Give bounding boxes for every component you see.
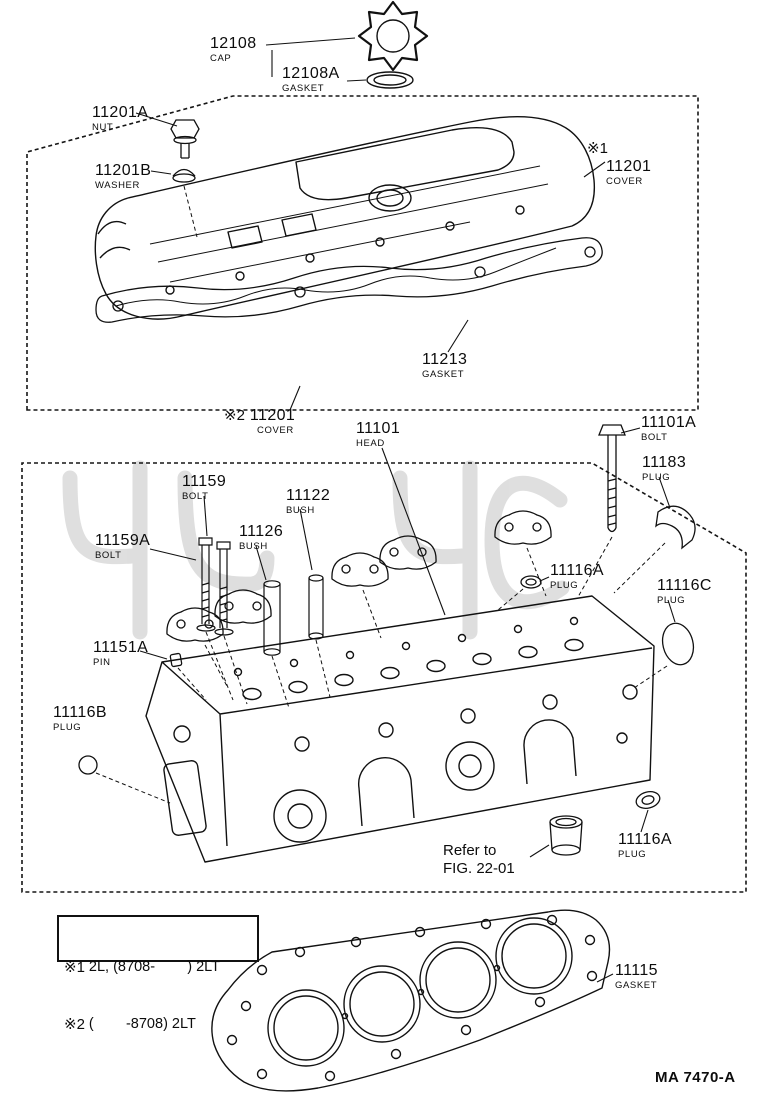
part-name: PLUG — [642, 472, 671, 483]
ref-mark-1: ※1 — [587, 140, 608, 157]
bushes-art — [263, 574, 324, 656]
washer-art — [172, 168, 196, 183]
refer-cup-art — [549, 815, 583, 856]
cylinder-head-art — [145, 595, 655, 863]
part-label-11116B: 11116B PLUG — [53, 705, 107, 733]
part-name: PLUG — [53, 722, 82, 733]
part-number: 11159A — [95, 532, 151, 549]
part-number: 11159 — [182, 473, 227, 490]
applicability-legend: ※1 2L, (8708- ) 2LT ※2 ( -8708) 2LT — [57, 915, 259, 1033]
part-number: 11101 — [356, 420, 401, 437]
part-label-12108: 12108 CAP — [210, 36, 257, 64]
part-name: GASKET — [282, 83, 325, 94]
part-name: PLUG — [550, 580, 579, 591]
refer-note-line2: FIG. 22-01 — [443, 860, 515, 877]
part-label-11201-cover1: 11201 COVER — [606, 159, 651, 187]
part-label-11159: 11159 BOLT — [182, 474, 226, 502]
part-name: CAP — [210, 53, 232, 64]
cover-group-box — [26, 95, 699, 411]
part-name: COVER — [606, 176, 643, 187]
part-name: WASHER — [95, 180, 140, 191]
part-name: GASKET — [422, 369, 465, 380]
ref-mark-2: ※2 — [224, 407, 245, 424]
part-label-11101A: 11101A BOLT — [641, 415, 696, 443]
part-number: 12108 — [210, 35, 257, 52]
part-name: PIN — [93, 657, 111, 668]
part-label-11213: 11213 GASKET — [422, 352, 467, 380]
part-number: 11115 — [615, 962, 658, 979]
part-label-11151A: 11151A PIN — [93, 640, 148, 668]
head-gasket-art — [211, 909, 611, 1092]
part-name: PLUG — [618, 849, 647, 860]
legend-text-1: 2L, (8708- ) 2LT — [88, 959, 221, 975]
part-label-11122: 11122 BUSH — [286, 488, 330, 516]
part-number: 11116B — [53, 704, 108, 721]
nut-art — [170, 119, 200, 159]
part-label-11183: 11183 PLUG — [642, 455, 686, 483]
part-name: BOLT — [641, 432, 668, 443]
part-label-11116C: 11116C PLUG — [657, 578, 712, 606]
refer-note: Refer to FIG. 22-01 — [443, 842, 515, 878]
part-number: 11116A — [550, 562, 605, 579]
part-number: 11151A — [93, 639, 149, 656]
assembly-dashed-lines — [95, 185, 668, 804]
part-label-11115: 11115 GASKET — [615, 963, 658, 991]
part-label-11201-cover2: ※2 11201 COVER — [224, 408, 295, 436]
part-name: BUSH — [239, 541, 268, 552]
part-name: HEAD — [356, 438, 385, 449]
head-bolt-art — [598, 424, 626, 533]
part-name: BUSH — [286, 505, 315, 516]
part-label-11201B: 11201B WASHER — [95, 163, 151, 191]
dashed-group-boxes — [21, 95, 747, 893]
part-number: 12108A — [282, 65, 340, 82]
part-label-11201A: 11201A NUT — [92, 105, 148, 133]
cap-gasket-art — [366, 71, 414, 89]
oil-cap-art — [357, 0, 429, 72]
part-number: 11116A — [618, 831, 673, 848]
leader-lines — [135, 37, 676, 983]
part-number: 11201A — [92, 104, 149, 121]
part-number: 11122 — [286, 487, 331, 504]
part-name: BOLT — [182, 491, 209, 502]
part-name: BOLT — [95, 550, 122, 561]
part-label-11159A: 11159A BOLT — [95, 533, 150, 561]
head-group-box — [21, 462, 747, 893]
part-number: 11213 — [422, 351, 468, 368]
figure-code: MA 7470-A — [655, 1069, 736, 1086]
part-number: 11201 — [249, 407, 296, 424]
watermark — [62, 460, 570, 640]
part-name: GASKET — [615, 980, 658, 991]
stud-bolts-art — [196, 537, 234, 636]
part-number: 11201 — [606, 158, 652, 175]
part-name: COVER — [257, 425, 294, 436]
small-plugs-art — [78, 575, 695, 809]
part-name: PLUG — [657, 595, 686, 606]
part-number: 11183 — [642, 454, 687, 471]
cover-gasket-art — [95, 237, 603, 323]
legend-ref-mark-1: ※1 — [64, 959, 85, 976]
part-label-11116A-bottom: 11116A PLUG — [618, 832, 672, 860]
part-label-11101: 11101 HEAD — [356, 421, 400, 449]
legend-ref-mark-2: ※2 — [64, 1016, 85, 1033]
plug-11183-art — [655, 505, 696, 550]
part-number: 11201B — [95, 162, 152, 179]
part-name: NUT — [92, 122, 114, 133]
part-label-12108A: 12108A GASKET — [282, 66, 340, 94]
part-number: 11126 — [239, 523, 284, 540]
valve-cover-art — [94, 116, 596, 320]
refer-note-line1: Refer to — [443, 842, 497, 859]
legend-text-2: ( -8708) 2LT — [88, 1016, 196, 1032]
part-number: 11101A — [641, 414, 697, 431]
part-number: 11116C — [657, 577, 712, 594]
part-label-11126: 11126 BUSH — [239, 524, 283, 552]
part-label-11116A-mid: 11116A PLUG — [550, 563, 604, 591]
